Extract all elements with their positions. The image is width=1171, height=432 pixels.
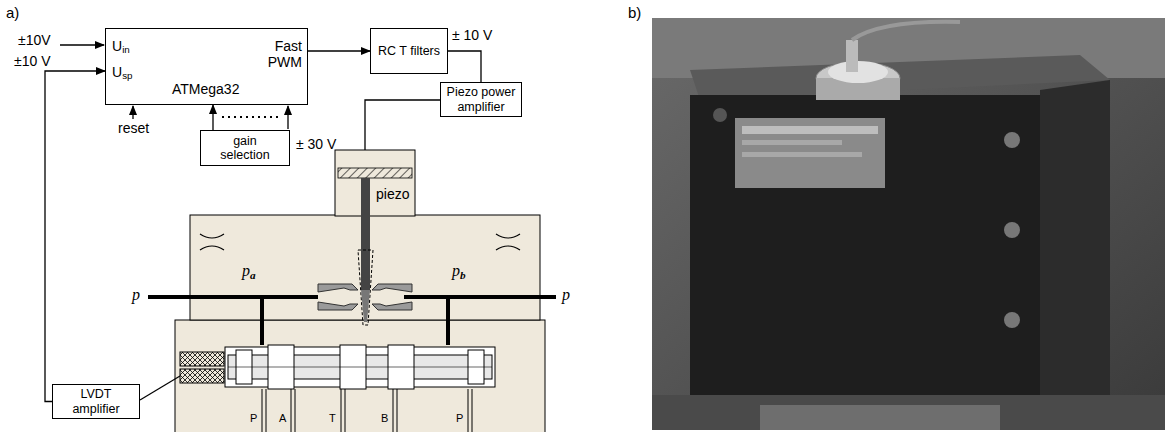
signal-label: B bbox=[381, 412, 388, 425]
signal-label: pb bbox=[452, 262, 466, 282]
piezo-bender bbox=[361, 178, 370, 290]
signal-connector bbox=[448, 51, 481, 82]
box-label: ATMega32 bbox=[172, 81, 239, 97]
signal-label: ± 30 V bbox=[296, 136, 336, 152]
signal-connector bbox=[212, 105, 213, 130]
valve-photo bbox=[652, 18, 1165, 430]
signal-label: b) bbox=[628, 4, 641, 21]
piezo-housing bbox=[335, 150, 415, 216]
process-box: UinUsp Fast PWM ATMega32 bbox=[105, 28, 308, 105]
process-box: LVDT amplifier bbox=[52, 384, 140, 419]
signal-label: reset bbox=[118, 120, 149, 136]
process-box: Piezo power amplifier bbox=[440, 82, 522, 117]
signal-label: p bbox=[132, 286, 140, 304]
port-line bbox=[262, 389, 472, 432]
lvdt-coil bbox=[140, 352, 224, 400]
signal-label: a) bbox=[6, 4, 19, 21]
signal-label: ±10 V bbox=[14, 53, 50, 69]
signal-label: pa bbox=[242, 262, 256, 282]
flapper-tip bbox=[361, 290, 370, 322]
signal-label: P bbox=[456, 412, 463, 425]
signal-label: A bbox=[279, 412, 286, 425]
piezo-mount bbox=[338, 168, 412, 178]
gain-arrow bbox=[287, 106, 288, 129]
signal-label: p bbox=[562, 286, 570, 304]
box-label: Uin bbox=[112, 38, 130, 56]
box-label: Piezo power amplifier bbox=[444, 85, 518, 114]
gain-dots bbox=[222, 116, 280, 118]
box-label: LVDT amplifier bbox=[61, 387, 131, 416]
process-box: RC T filters bbox=[370, 28, 448, 74]
signal-label: T bbox=[329, 412, 336, 425]
box-label: RC T filters bbox=[374, 44, 444, 58]
box-label: Usp bbox=[112, 64, 132, 82]
signal-label: piezo bbox=[376, 186, 409, 202]
process-box: gain selection bbox=[200, 130, 290, 166]
pressure-line bbox=[148, 297, 556, 345]
box-label: Fast PWM bbox=[254, 38, 302, 70]
spool bbox=[225, 345, 495, 389]
main-stage-body bbox=[175, 320, 545, 432]
signal-connector bbox=[308, 50, 370, 51]
signal-label: ± 10 V bbox=[452, 27, 492, 43]
reset-arrow bbox=[132, 106, 133, 119]
signal-connector bbox=[45, 71, 105, 402]
input-arrow bbox=[60, 44, 104, 45]
orifice-symbol bbox=[200, 234, 520, 250]
signal-label: ±10V bbox=[18, 32, 51, 48]
bender-outline bbox=[358, 250, 373, 325]
signal-label: P bbox=[250, 412, 257, 425]
box-label: gain selection bbox=[216, 134, 274, 163]
